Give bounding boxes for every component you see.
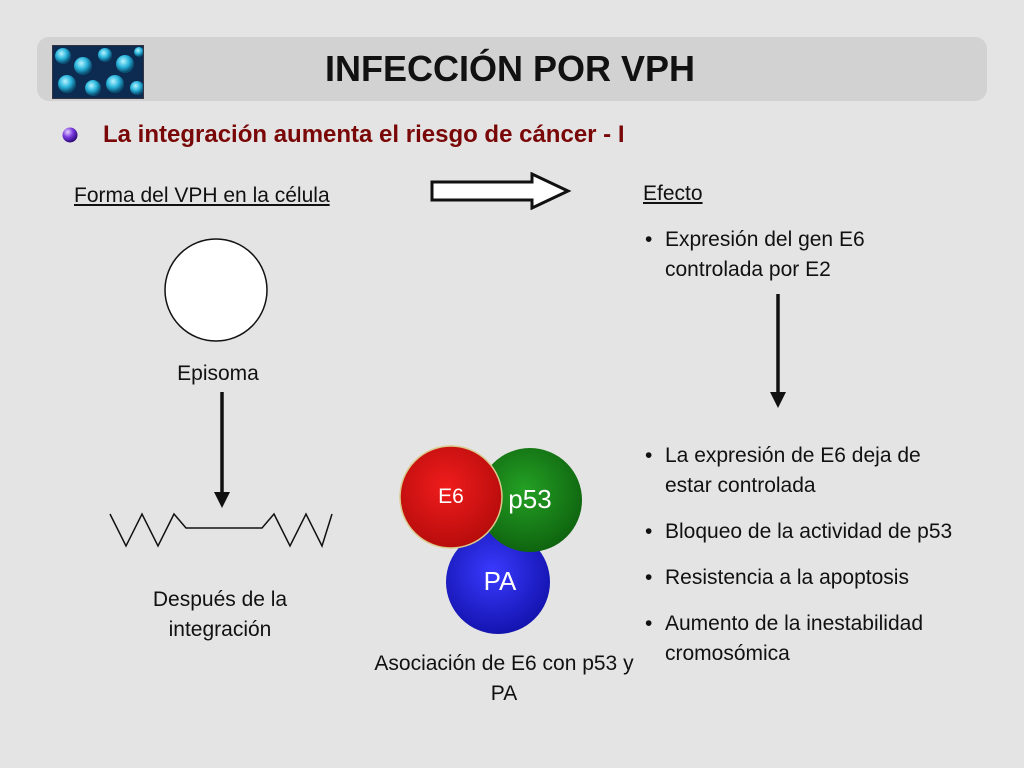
p53-circle bbox=[478, 448, 582, 552]
integrated-dna-zigzag bbox=[109, 512, 333, 548]
down-arrow-right bbox=[770, 294, 786, 408]
association-caption: Asociación de E6 con p53 y PA bbox=[374, 652, 634, 705]
effect-upper-list: Expresión del gen E6 controlada por E2 bbox=[643, 225, 943, 285]
pa-circle bbox=[446, 530, 550, 634]
protein-complex-diagram bbox=[399, 445, 582, 634]
episome-label: Episoma bbox=[177, 362, 259, 385]
effect-header: Efecto bbox=[643, 182, 703, 205]
list-item: La expresión de E6 deja de estar control… bbox=[643, 441, 963, 501]
e6-circle bbox=[399, 445, 503, 549]
post-integration-label: Después de la integración bbox=[152, 588, 288, 641]
slide-title: INFECCIÓN POR VPH bbox=[324, 48, 696, 89]
list-item: Aumento de la inestabilidad cromosómica bbox=[643, 609, 963, 669]
title-bar bbox=[37, 37, 987, 101]
hollow-right-arrow-icon bbox=[430, 172, 572, 210]
list-item: Bloqueo de la actividad de p53 bbox=[643, 517, 963, 547]
purple-sphere-bullet-icon bbox=[62, 127, 78, 143]
down-arrow-left bbox=[214, 392, 230, 508]
effect-lower-list: La expresión de E6 deja de estar control… bbox=[643, 441, 963, 669]
virus-logo-icon bbox=[52, 45, 144, 99]
list-item: Expresión del gen E6 controlada por E2 bbox=[643, 225, 943, 285]
hpv-form-header: Forma del VPH en la célula bbox=[74, 184, 330, 207]
list-item: Resistencia a la apoptosis bbox=[643, 563, 963, 593]
slide-subtitle: La integración aumenta el riesgo de cánc… bbox=[103, 121, 625, 148]
episome-circle bbox=[164, 238, 268, 342]
pa-label: PA bbox=[483, 566, 517, 596]
p53-label: p53 bbox=[508, 484, 552, 514]
e6-label: E6 bbox=[438, 485, 464, 508]
